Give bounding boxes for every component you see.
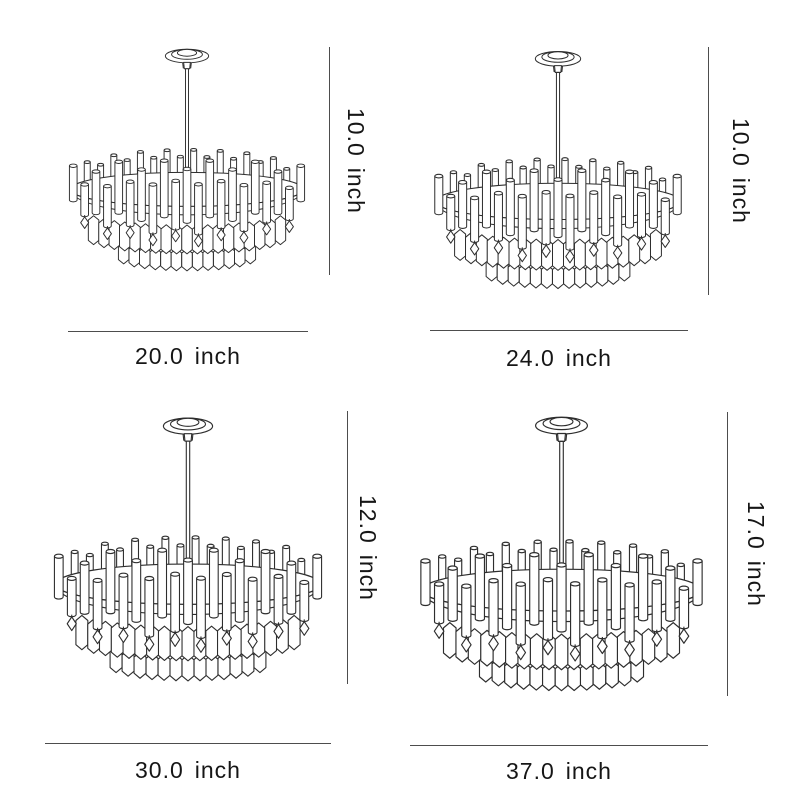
height-label: 10.0 inch [728, 118, 754, 224]
width-label: 30.0 inch [45, 757, 331, 783]
width-dimension-line [430, 330, 688, 331]
size-variant-30-inch: 12.0 inch 30.0 inch [0, 400, 400, 800]
height-unit: inch [355, 554, 381, 601]
chandelier-illustration [420, 416, 703, 692]
width-label: 37.0 inch [410, 758, 708, 784]
height-label: 10.0 inch [343, 108, 369, 214]
width-dimension-line [45, 743, 331, 744]
width-value: 24.0 [506, 345, 555, 371]
height-value: 12.0 [355, 495, 381, 544]
chandelier-illustration [434, 51, 682, 290]
height-unit: inch [343, 167, 369, 214]
height-value: 10.0 [343, 108, 369, 157]
chandelier-illustration [68, 48, 306, 272]
height-value: 17.0 [743, 501, 769, 550]
width-unit: inch [194, 757, 241, 783]
height-value: 10.0 [728, 118, 754, 167]
width-label: 24.0 inch [430, 345, 688, 371]
width-label: 20.0 inch [68, 343, 308, 369]
size-variant-37-inch: 17.0 inch 37.0 inch [400, 400, 800, 800]
width-value: 20.0 [135, 343, 184, 369]
width-dimension-line [410, 745, 708, 746]
width-value: 30.0 [135, 757, 184, 783]
height-dimension-line [329, 47, 330, 275]
width-value: 37.0 [506, 758, 555, 784]
height-label: 12.0 inch [355, 495, 381, 601]
size-variant-20-inch: 10.0 inch 20.0 inch [0, 0, 400, 400]
width-unit: inch [565, 345, 612, 371]
height-dimension-line [347, 411, 348, 684]
chandelier-illustration [53, 417, 323, 682]
width-unit: inch [565, 758, 612, 784]
height-unit: inch [743, 560, 769, 607]
size-variant-24-inch: 10.0 inch 24.0 inch [400, 0, 800, 400]
height-label: 17.0 inch [743, 501, 769, 607]
height-dimension-line [727, 412, 728, 696]
height-dimension-line [708, 47, 709, 295]
width-unit: inch [194, 343, 241, 369]
width-dimension-line [68, 331, 308, 332]
height-unit: inch [728, 177, 754, 224]
